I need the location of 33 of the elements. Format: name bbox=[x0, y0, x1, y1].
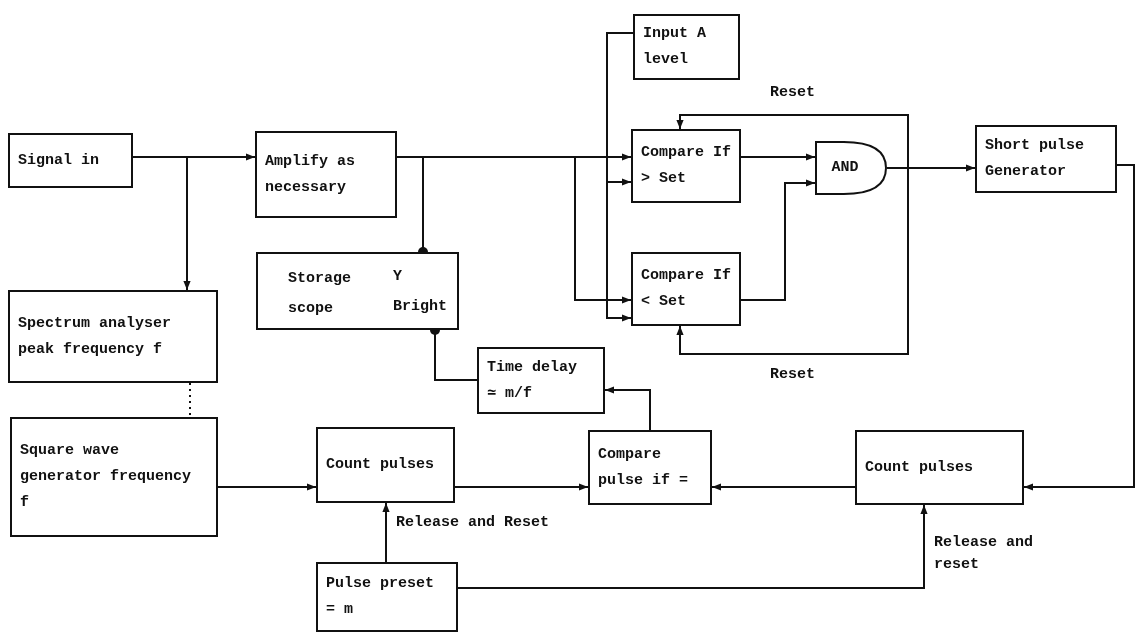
connector-arrow bbox=[1023, 164, 1135, 491]
process-box: Spectrum analyser peak frequency f bbox=[8, 290, 218, 383]
process-box: Signal in bbox=[8, 133, 133, 188]
connector-arrow bbox=[740, 179, 816, 301]
and-gate bbox=[815, 141, 887, 195]
port-label: Y bbox=[393, 267, 402, 287]
connector-arrow bbox=[604, 386, 651, 431]
process-box: Input A level bbox=[633, 14, 740, 80]
process-box: Time delay ≃ m/f bbox=[477, 347, 605, 414]
process-box: Count pulses bbox=[855, 430, 1024, 505]
connector-arrow bbox=[711, 483, 856, 491]
connector-arrow bbox=[382, 502, 390, 563]
process-box bbox=[256, 252, 459, 330]
port-label: Bright bbox=[393, 297, 447, 317]
connector-arrow bbox=[606, 32, 634, 322]
box-label: Storage scope bbox=[288, 269, 352, 319]
process-box: Compare If > Set bbox=[631, 129, 741, 203]
process-box: Count pulses bbox=[316, 427, 455, 503]
connector-arrow bbox=[457, 504, 928, 589]
process-box: Pulse preset = m bbox=[316, 562, 458, 632]
process-box: Square wave generator frequency f bbox=[10, 417, 218, 537]
connector-arrow bbox=[676, 114, 909, 169]
connector-arrow bbox=[740, 153, 816, 161]
process-box: Amplify as necessary bbox=[255, 131, 397, 218]
process-box: Short pulse Generator bbox=[975, 125, 1117, 193]
process-box: Compare If < Set bbox=[631, 252, 741, 326]
connector-arrow bbox=[676, 167, 909, 355]
connector-arrow bbox=[217, 483, 317, 491]
dotted-line bbox=[189, 382, 191, 418]
connector-arrow bbox=[454, 483, 589, 491]
process-box: Compare pulse if = bbox=[588, 430, 712, 505]
gate-label: AND bbox=[831, 157, 860, 178]
connector-arrow bbox=[132, 156, 191, 291]
